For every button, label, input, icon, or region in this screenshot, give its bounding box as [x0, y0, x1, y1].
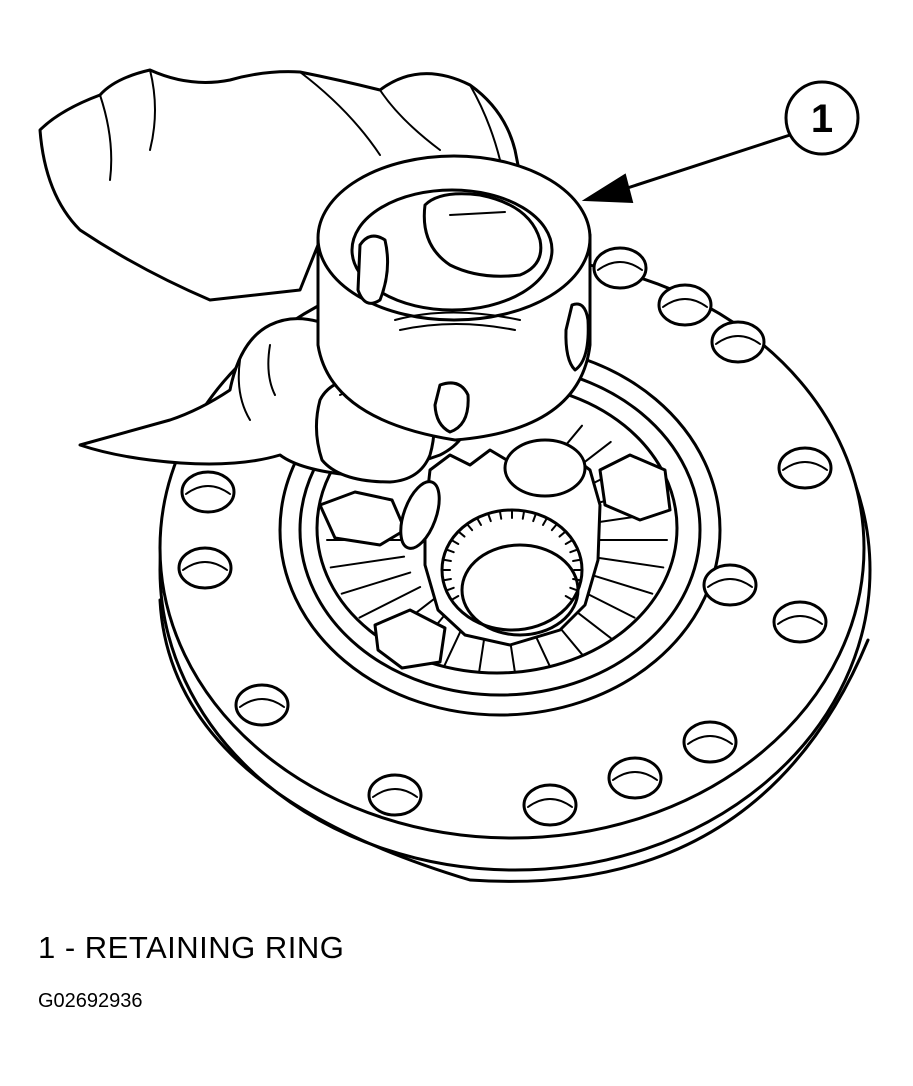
bolt-hole: [710, 320, 766, 364]
callout-number: 1: [811, 97, 833, 141]
bolt-hole: [592, 246, 648, 290]
bolt-hole: [180, 470, 236, 514]
spline: [564, 595, 574, 601]
spline: [558, 530, 567, 538]
spline: [569, 586, 579, 592]
bolt-hole: [607, 756, 663, 800]
spline: [450, 595, 460, 601]
caption-retaining-ring: 1 - RETAINING RING: [38, 930, 345, 965]
spline: [550, 523, 558, 532]
spline: [445, 586, 455, 592]
bolt-hole: [177, 546, 233, 590]
retaining-ring: [316, 154, 592, 442]
axle-bore-splines: [441, 509, 583, 601]
bolt-hole: [777, 446, 833, 490]
side-gear: [423, 448, 602, 647]
bolt-holes: [177, 246, 833, 827]
bolt-hole: [772, 600, 828, 644]
spline: [442, 558, 452, 562]
spline: [569, 548, 579, 554]
spline: [532, 512, 537, 523]
spline: [457, 530, 466, 538]
gear-tooth: [340, 571, 412, 595]
spline: [521, 509, 526, 520]
spline: [498, 509, 503, 520]
bolt-hole: [702, 563, 758, 607]
spline: [476, 517, 482, 526]
spline: [445, 548, 455, 554]
spline: [466, 523, 474, 532]
spline: [450, 539, 460, 545]
gear-tooth: [358, 586, 422, 619]
gear-tooth: [582, 571, 654, 595]
bolt-hole: [234, 683, 290, 727]
differential-retaining-ring-illustration: 1: [38, 68, 872, 883]
differential-gear-set: [318, 424, 672, 673]
bolt-hole: [657, 283, 713, 327]
spline: [564, 539, 574, 545]
spline: [487, 512, 492, 523]
gear-tooth: [588, 555, 665, 569]
spline: [542, 517, 548, 526]
callout-1: 1: [581, 80, 860, 204]
bolt-hole: [367, 773, 423, 817]
spline: [572, 558, 582, 562]
figure-id: G02692936: [38, 990, 143, 1012]
bolt-hole: [522, 783, 578, 827]
bolt-hole: [682, 720, 738, 764]
spline: [572, 578, 582, 582]
gear-tooth: [329, 555, 406, 569]
spline: [442, 578, 452, 582]
